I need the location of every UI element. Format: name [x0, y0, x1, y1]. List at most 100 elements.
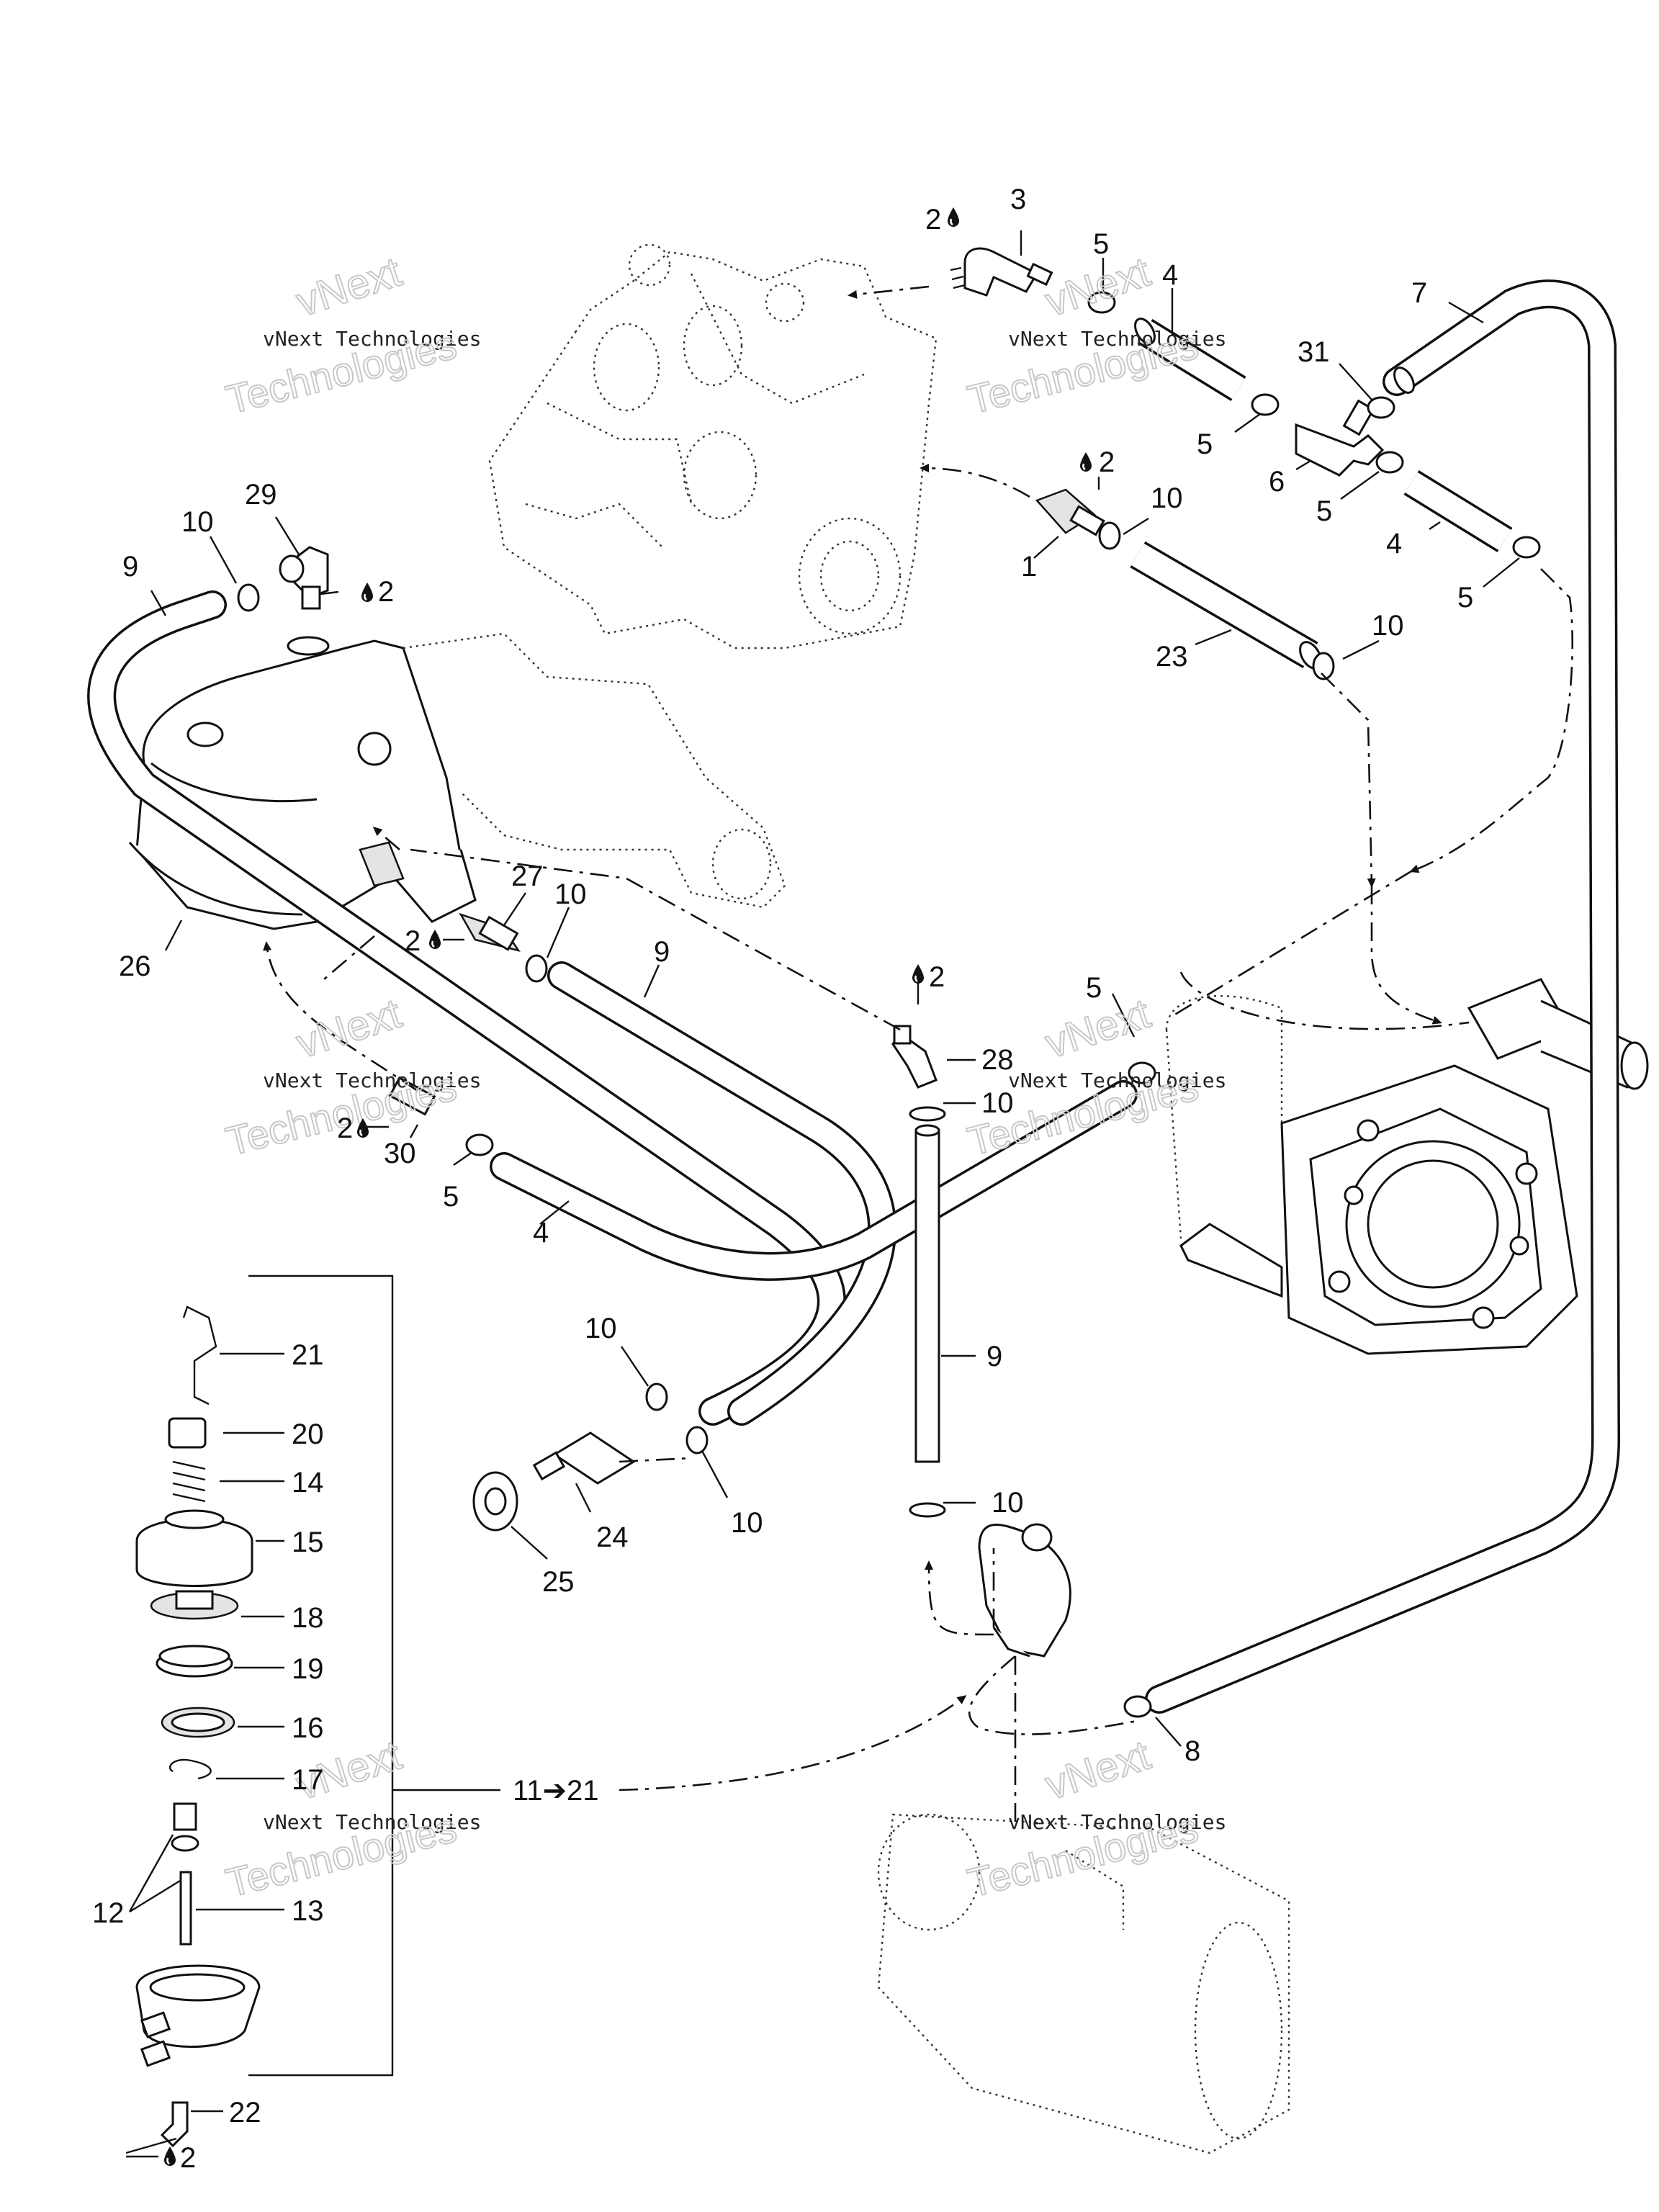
jet-pump-housing	[403, 632, 786, 909]
watermark-text: vNext Technologies	[263, 1810, 481, 1834]
drop-icon	[360, 582, 374, 603]
engine-block	[488, 243, 938, 649]
watermark-outline: vNext	[291, 248, 407, 326]
watermark-5: vNext Technologies vNext Technologies	[221, 1731, 482, 1907]
callout-6: 6	[1269, 466, 1285, 498]
callout-10: 10	[992, 1487, 1024, 1519]
callout-19: 19	[292, 1653, 324, 1685]
callout-2: 2	[405, 925, 421, 957]
callout-7: 7	[1411, 277, 1427, 309]
tee-fitting-6	[1295, 399, 1385, 477]
check-valve	[978, 1523, 1071, 1658]
callout-21: 21	[292, 1339, 324, 1371]
callout-17: 17	[292, 1764, 324, 1796]
callout-20: 20	[292, 1419, 324, 1450]
drop-icon	[428, 929, 442, 950]
plug-25	[472, 1471, 518, 1532]
callout-25: 25	[542, 1566, 575, 1598]
callout-9: 9	[654, 936, 670, 968]
callout-5: 5	[443, 1181, 459, 1213]
hose-7-short	[1393, 367, 1415, 394]
callout-3: 3	[1010, 184, 1026, 215]
callout-5: 5	[1197, 428, 1213, 460]
callout-22: 22	[229, 2097, 261, 2128]
fitting-30	[388, 1076, 436, 1116]
callout-5: 5	[1316, 495, 1332, 527]
callout-14: 14	[292, 1467, 324, 1498]
exploded-view-bracket	[248, 1274, 394, 2077]
callout-28: 28	[981, 1044, 1014, 1076]
callout-18: 18	[292, 1602, 324, 1634]
callout-4: 4	[533, 1217, 549, 1249]
callout-10: 10	[981, 1087, 1014, 1119]
callout-31: 31	[1298, 336, 1330, 368]
watermark-outline: vNext	[291, 990, 407, 1068]
watermark-4: vNext Technologies vNext Technologies	[963, 989, 1227, 1165]
exhaust-outlet-housing	[1165, 978, 1649, 1355]
callout-26: 26	[119, 950, 151, 982]
callout-27: 27	[511, 860, 544, 892]
callout-5: 5	[1093, 228, 1109, 260]
callout-24: 24	[596, 1521, 629, 1553]
hose-4-top	[1134, 318, 1246, 402]
callout-2: 2	[337, 1112, 353, 1144]
callout-13: 13	[292, 1895, 324, 1927]
hose-4-right	[1403, 469, 1513, 553]
elbow-fitting-28	[891, 1025, 938, 1089]
clamp-5-group	[465, 291, 1541, 1718]
elbow-fitting-29	[279, 546, 329, 610]
leader-lines	[125, 230, 1520, 2158]
callout-5: 5	[1457, 582, 1473, 613]
callout-10: 10	[731, 1507, 763, 1539]
callout-12: 12	[92, 1897, 125, 1929]
watermark-text: vNext Technologies	[1008, 327, 1226, 351]
callout-2: 2	[1099, 446, 1115, 478]
fitting-1	[1035, 488, 1105, 536]
callout-9: 9	[986, 1341, 1002, 1372]
callout-8: 8	[1184, 1735, 1200, 1767]
callout-10: 10	[554, 878, 587, 910]
elbow-fitting-3	[950, 247, 1053, 297]
callout-9: 9	[122, 551, 138, 583]
callout-5: 5	[1086, 972, 1102, 1004]
callout-2: 2	[180, 2142, 196, 2174]
callout-16: 16	[292, 1712, 324, 1744]
callout-30: 30	[384, 1138, 416, 1169]
callout-labels: 2 3 5 4 7 31 5 6 5 4 5 2 10 1 23 10 29 1…	[92, 184, 1473, 2174]
clamp-10-group	[237, 521, 1335, 1518]
callout-2: 2	[925, 204, 941, 235]
exhaust-manifold	[128, 636, 477, 930]
callout-10: 10	[1372, 610, 1404, 642]
callout-4: 4	[1162, 259, 1178, 291]
watermark-1: vNext Technologies vNext Technologies	[221, 248, 482, 423]
callout-10: 10	[585, 1313, 617, 1344]
watermark-outline: vNext	[1040, 1732, 1156, 1809]
callout-11-21: 11➔21	[513, 1775, 599, 1807]
hose-4-bottom	[490, 1080, 1138, 1281]
watermark-text: vNext Technologies	[1008, 1069, 1226, 1092]
drop-icon	[946, 207, 961, 228]
watermark-text: vNext Technologies	[1008, 1810, 1226, 1834]
callout-1: 1	[1021, 551, 1037, 583]
watermark-text: vNext Technologies	[263, 327, 481, 351]
callout-10: 10	[181, 506, 214, 538]
hose-7	[1145, 279, 1621, 1714]
muffler	[877, 1813, 1290, 2154]
watermark-text: vNext Technologies	[263, 1069, 481, 1092]
callout-29: 29	[245, 479, 277, 511]
drop-icon	[1079, 451, 1093, 473]
drop-icon	[911, 963, 925, 985]
valve-exploded	[135, 1305, 261, 2148]
hose-9-vertical	[914, 1124, 940, 1463]
callout-2: 2	[378, 576, 394, 608]
fitting-24	[532, 1431, 636, 1485]
callout-23: 23	[1156, 641, 1188, 673]
callout-4: 4	[1386, 528, 1402, 559]
drop-icon	[163, 2146, 177, 2167]
fitting-27	[459, 912, 521, 952]
callout-10: 10	[1151, 482, 1183, 514]
callout-2: 2	[929, 961, 945, 993]
flow-arrows	[263, 285, 1574, 1822]
callout-15: 15	[292, 1527, 324, 1558]
